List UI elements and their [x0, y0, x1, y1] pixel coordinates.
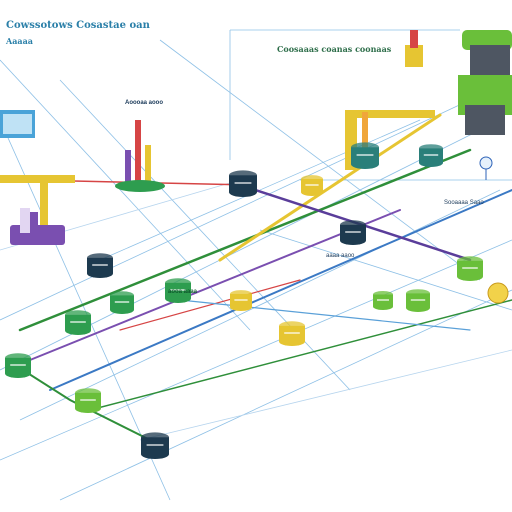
- route-blue-2: [179, 299, 471, 331]
- database-node[interactable]: [165, 278, 191, 304]
- route-blue: [49, 189, 512, 391]
- database-node[interactable]: [301, 175, 323, 196]
- database-node[interactable]: [457, 256, 483, 282]
- database-node[interactable]: [229, 170, 257, 198]
- database-node[interactable]: [406, 289, 430, 312]
- database-node[interactable]: [351, 142, 379, 170]
- connector-line: [159, 39, 481, 281]
- database-node[interactable]: [230, 290, 252, 311]
- route-green-2: [89, 299, 512, 411]
- node-label: aooa aaaa: [168, 289, 198, 295]
- location-pin-icon: [479, 156, 493, 180]
- route-red-2: [119, 279, 301, 331]
- coin-icon: [487, 282, 509, 304]
- thin-connector-lines: [0, 29, 512, 501]
- nodes-layer: [5, 142, 509, 459]
- connector-line: [59, 289, 512, 501]
- route-yellow: [218, 113, 442, 262]
- database-node[interactable]: [340, 220, 366, 245]
- database-node[interactable]: [65, 310, 91, 336]
- tower-label: Aoooaa aooo: [125, 100, 164, 106]
- database-node[interactable]: [5, 353, 31, 379]
- database-node[interactable]: [87, 253, 113, 279]
- route-green: [18, 148, 472, 332]
- server-icon: [458, 30, 512, 135]
- chip-icon: [405, 30, 423, 67]
- diagram-title: Cowssotows Cosastae oan: [6, 20, 150, 31]
- connector-line: [0, 239, 512, 461]
- database-node[interactable]: [279, 321, 305, 347]
- database-node[interactable]: [419, 144, 443, 167]
- connector-line: [0, 59, 251, 331]
- route-green-3: [14, 364, 151, 441]
- connector-line: [59, 79, 351, 391]
- connector-line: [0, 99, 471, 321]
- panel-label: Sooaaaa Saao: [444, 200, 484, 206]
- database-node[interactable]: [75, 388, 101, 414]
- database-node[interactable]: [141, 432, 169, 459]
- node-label: aaaa aaoo: [326, 253, 355, 259]
- diagram-subtitle: Aaaaa: [6, 36, 33, 46]
- tower-icon: [0, 110, 165, 245]
- database-node[interactable]: [110, 291, 134, 314]
- center-title: Coosaaas coanas coonaas: [277, 44, 392, 54]
- database-node[interactable]: [373, 291, 393, 310]
- connector-line: [139, 349, 512, 441]
- route-purple: [29, 209, 401, 361]
- connector-line: [259, 229, 512, 311]
- connector-line: [19, 189, 501, 421]
